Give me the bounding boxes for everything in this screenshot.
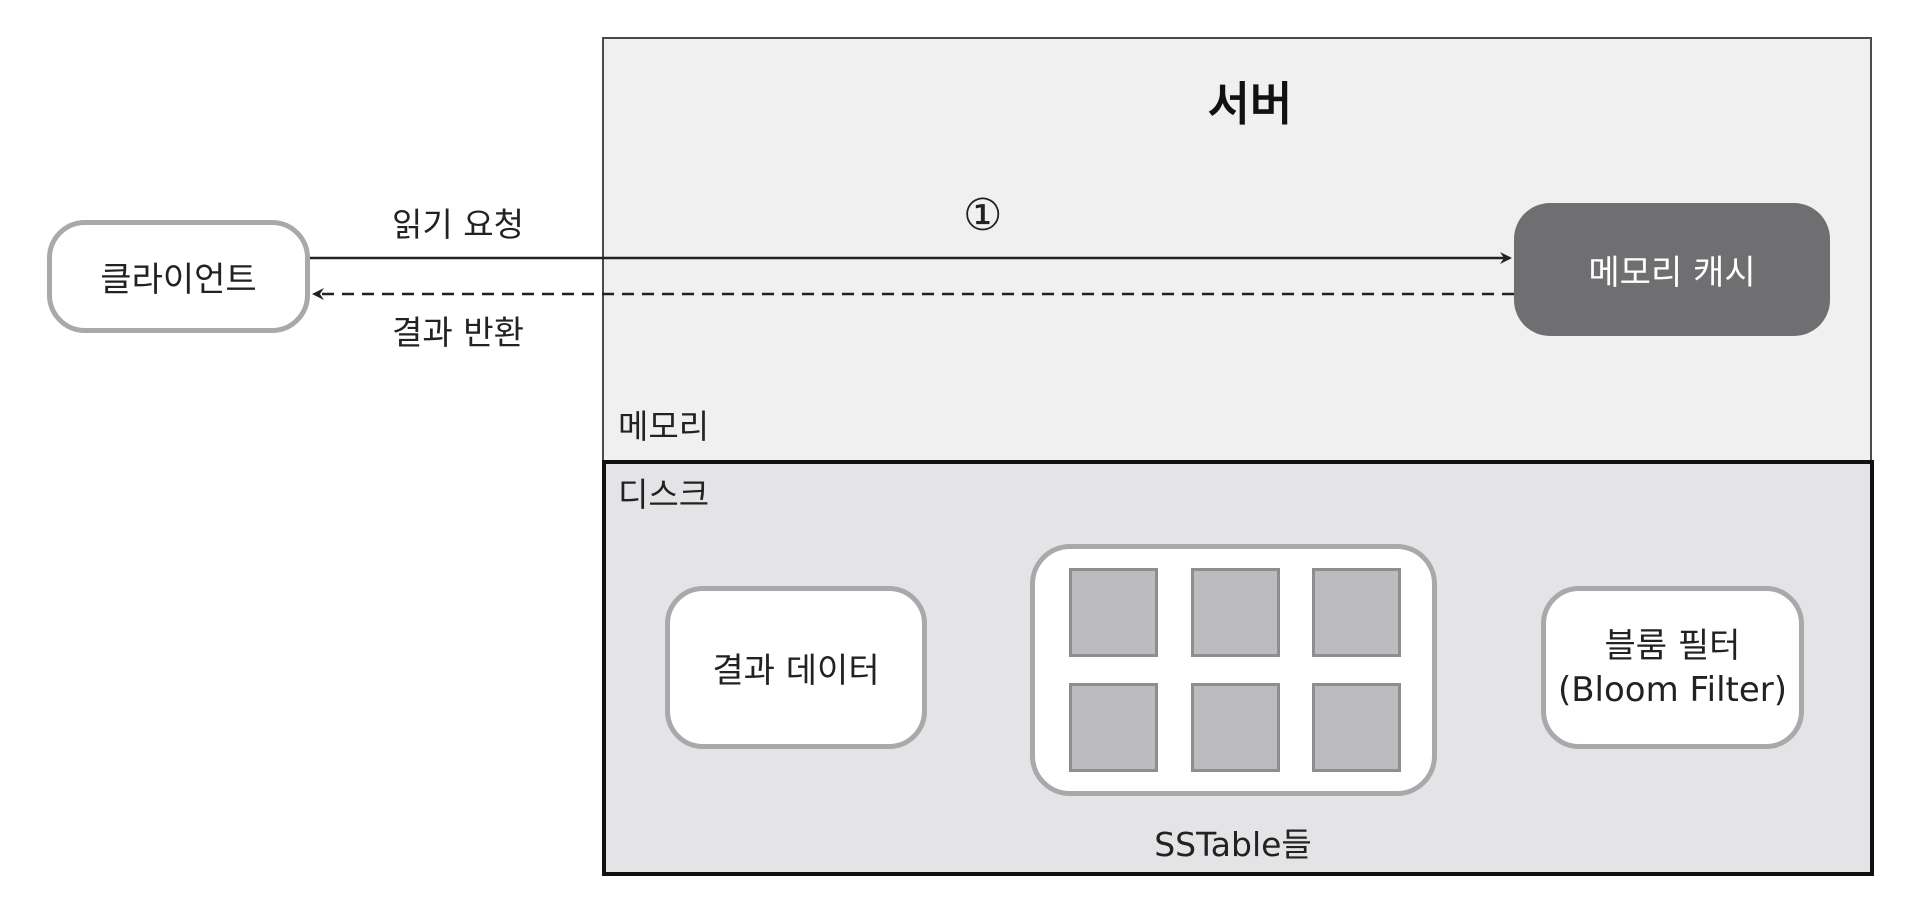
- sstable-block: [1312, 568, 1401, 657]
- bloom-filter-node: 블룸 필터 (Bloom Filter): [1541, 586, 1804, 749]
- step-1-marker: ①: [963, 190, 1003, 241]
- server-title: 서버: [1207, 77, 1293, 131]
- memory-cache-node: 메모리 캐시: [1514, 203, 1830, 336]
- sstable-block: [1312, 683, 1401, 772]
- result-return-label: 결과 반환: [392, 313, 524, 352]
- bloom-filter-label: 블룸 필터: [1604, 625, 1741, 666]
- sstables-label: SSTable들: [1154, 825, 1312, 864]
- memory-area-label: 메모리: [618, 407, 710, 446]
- client-node: 클라이언트: [47, 220, 310, 333]
- result-data-node: 결과 데이터: [665, 586, 927, 749]
- sstable-block: [1069, 568, 1158, 657]
- sstable-block: [1069, 683, 1158, 772]
- disk-area-label: 디스크: [618, 475, 710, 514]
- sstable-group: [1030, 544, 1437, 796]
- sstable-block: [1191, 683, 1280, 772]
- read-request-label: 읽기 요청: [392, 205, 524, 244]
- bloom-filter-english-label: (Bloom Filter): [1557, 669, 1788, 710]
- sstable-block: [1191, 568, 1280, 657]
